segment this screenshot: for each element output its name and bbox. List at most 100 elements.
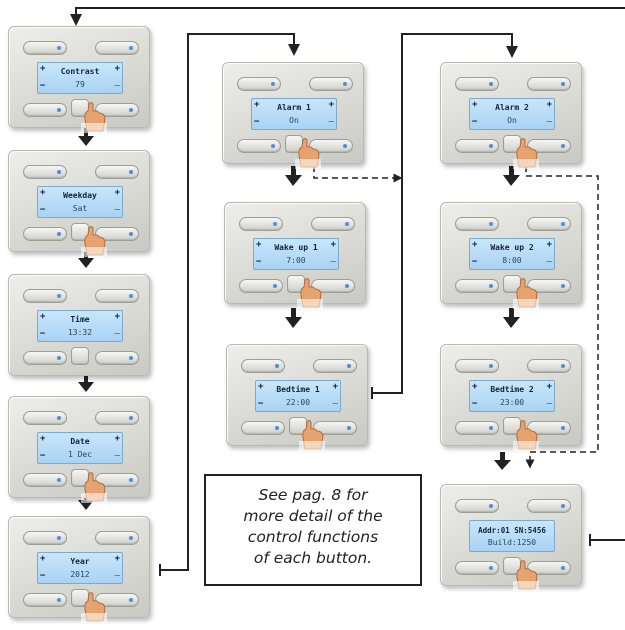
pressing-hand-icon <box>513 560 539 591</box>
bottom-right-button[interactable] <box>527 279 571 293</box>
lcd-display: Addr:01 SN:5456 Build:1250 <box>469 520 555 552</box>
loop-arrow-top <box>70 7 625 26</box>
plus-icon: + <box>546 382 552 392</box>
bottom-left-button[interactable] <box>23 351 67 365</box>
top-right-button[interactable] <box>311 217 355 231</box>
plus-icon: + <box>258 382 264 392</box>
bottom-right-button[interactable] <box>95 227 139 241</box>
lcd-value: 22:00 <box>285 398 311 407</box>
minus-icon: − <box>40 451 46 461</box>
top-right-button[interactable] <box>309 77 353 91</box>
top-left-button[interactable] <box>239 217 283 231</box>
top-left-button[interactable] <box>455 359 499 373</box>
minus-icon: – <box>330 257 336 267</box>
center-button[interactable] <box>71 347 89 365</box>
lcd-value: 2012 <box>70 570 90 579</box>
plus-icon: + <box>472 240 478 250</box>
bottom-right-button[interactable] <box>527 561 571 575</box>
minus-icon: − <box>40 329 46 339</box>
lcd-value: 13:32 <box>67 328 93 337</box>
device-bedtime2: + + − – Bedtime 2 23:00 <box>440 344 582 451</box>
lcd-label: Bedtime 2 <box>490 385 534 394</box>
top-right-button[interactable] <box>313 359 357 373</box>
note-box: See pag. 8 for more detail of the contro… <box>204 474 422 586</box>
bottom-left-button[interactable] <box>455 139 499 153</box>
top-right-button[interactable] <box>95 41 139 55</box>
plus-icon: + <box>256 240 262 250</box>
lcd-label: Wake up 2 <box>490 243 534 252</box>
bottom-left-button[interactable] <box>23 593 67 607</box>
minus-icon: – <box>328 117 334 127</box>
plus-icon: + <box>40 554 46 564</box>
plus-icon: + <box>114 312 120 322</box>
device-alarm2: + + − – Alarm 2 On <box>440 62 582 169</box>
top-left-button[interactable] <box>241 359 285 373</box>
bottom-right-button[interactable] <box>309 139 353 153</box>
bottom-left-button[interactable] <box>239 279 283 293</box>
top-left-button[interactable] <box>23 531 67 545</box>
device-wakeup2: + + − – Wake up 2 8:00 <box>440 202 582 309</box>
lcd-display: + + − – Bedtime 2 23:00 <box>469 380 555 412</box>
bottom-right-button[interactable] <box>527 139 571 153</box>
lcd-value: On <box>289 116 299 125</box>
minus-icon: − <box>472 399 478 409</box>
lcd-value: On <box>507 116 517 125</box>
pressing-hand-icon <box>513 138 539 169</box>
plus-icon: + <box>40 64 46 74</box>
minus-icon: – <box>114 329 120 339</box>
top-right-button[interactable] <box>527 499 571 513</box>
top-right-button[interactable] <box>527 77 571 91</box>
bottom-left-button[interactable] <box>23 227 67 241</box>
top-right-button[interactable] <box>95 165 139 179</box>
bottom-right-button[interactable] <box>311 279 355 293</box>
bottom-right-button[interactable] <box>95 351 139 365</box>
lcd-label: Time <box>70 315 90 324</box>
top-right-button[interactable] <box>95 531 139 545</box>
bottom-right-button[interactable] <box>313 421 357 435</box>
top-left-button[interactable] <box>23 165 67 179</box>
top-right-button[interactable] <box>95 289 139 303</box>
plus-icon: + <box>472 382 478 392</box>
lcd-display: + + − – Time 13:32 <box>37 310 123 342</box>
top-left-button[interactable] <box>23 289 67 303</box>
pressing-hand-icon <box>299 420 325 451</box>
bottom-left-button[interactable] <box>23 473 67 487</box>
bottom-left-button[interactable] <box>237 139 281 153</box>
down-arrow-9 <box>494 452 511 470</box>
top-left-button[interactable] <box>455 499 499 513</box>
device-alarm1: + + − – Alarm 1 On <box>222 62 364 169</box>
bottom-right-button[interactable] <box>527 421 571 435</box>
top-left-button[interactable] <box>237 77 281 91</box>
bottom-right-button[interactable] <box>95 103 139 117</box>
top-left-button[interactable] <box>455 217 499 231</box>
lcd-address-serial: Addr:01 SN:5456 <box>478 526 546 535</box>
top-left-button[interactable] <box>455 77 499 91</box>
bottom-left-button[interactable] <box>455 279 499 293</box>
bottom-left-button[interactable] <box>23 103 67 117</box>
top-right-button[interactable] <box>527 217 571 231</box>
bottom-left-button[interactable] <box>241 421 285 435</box>
top-right-button[interactable] <box>527 359 571 373</box>
bottom-left-button[interactable] <box>455 421 499 435</box>
plus-icon: + <box>254 100 260 110</box>
bottom-left-button[interactable] <box>455 561 499 575</box>
top-right-button[interactable] <box>95 411 139 425</box>
bottom-right-button[interactable] <box>95 473 139 487</box>
down-arrow-3 <box>78 374 94 392</box>
alarm1-dashed-line <box>313 166 403 183</box>
bottom-right-button[interactable] <box>95 593 139 607</box>
down-arrow-8 <box>503 308 520 328</box>
plus-icon: + <box>546 100 552 110</box>
plus-icon: + <box>40 188 46 198</box>
top-left-button[interactable] <box>23 41 67 55</box>
pressing-hand-icon <box>81 102 107 133</box>
note-line: See pag. 8 for <box>258 486 368 504</box>
plus-icon: + <box>472 100 478 110</box>
down-arrow-6 <box>285 308 302 328</box>
top-left-button[interactable] <box>23 411 67 425</box>
minus-icon: − <box>40 571 46 581</box>
device-info: Addr:01 SN:5456 Build:1250 <box>440 484 582 591</box>
device-wakeup1: + + − – Wake up 1 7:00 <box>224 202 366 309</box>
pressing-hand-icon <box>81 592 107 623</box>
